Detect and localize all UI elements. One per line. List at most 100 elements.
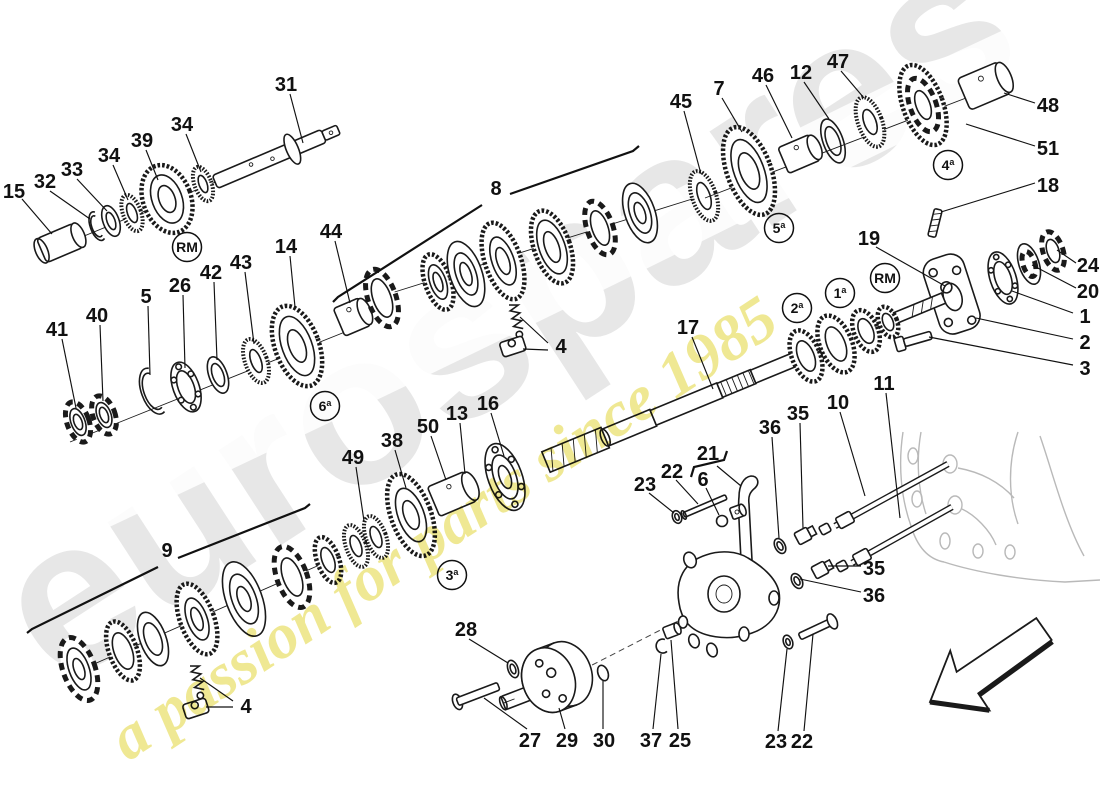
leader-line [468,638,509,664]
washer-36b [790,572,804,590]
part-number-callout: 17 [677,317,699,339]
part-number-callout: 18 [1037,175,1059,197]
needle-bearing-49 [341,514,391,569]
part-number-callout: 12 [790,62,812,84]
union-35b [810,558,835,580]
part-number-callout: 29 [556,730,578,752]
bracket-21 [689,450,729,478]
leader-line [61,338,77,409]
leader-line [705,487,720,516]
part-number-callout: 4 [240,696,252,718]
leader-lines [21,70,1077,732]
part-number-callout: 22 [661,461,683,483]
leader-line [765,84,793,139]
leader-line [355,466,365,522]
gear-51 [897,62,949,148]
part-number-callout: 41 [46,319,68,341]
stub-shaft-48 [957,61,1015,110]
lock-washer-20 [1016,242,1042,286]
part-number-callout: 44 [320,221,343,243]
leader-line [691,336,714,390]
part-number-callout: 2 [1079,332,1090,354]
part-number-callout: 7 [713,78,724,100]
pump-cover-29 [520,640,594,714]
gear-position-badge: 4a [932,149,964,181]
gear-position-badge: RM [171,231,203,263]
gear-position-badge: 1a [824,277,856,309]
leader-line [1056,249,1077,264]
part-number-callout: 43 [230,252,252,274]
leader-line [675,479,699,505]
sleeve-13-50 [427,471,480,517]
part-number-callout: 40 [86,305,108,327]
leader-line [394,449,407,489]
leader-line [683,110,702,175]
oil-pump-body-group [671,461,954,658]
leader-line [670,639,679,730]
layshaft-31 [212,124,341,189]
svg-text:RM: RM [176,239,198,255]
part-number-callout: 8 [490,178,501,200]
part-number-callout: 34 [98,145,121,167]
part-number-callout: 20 [1077,281,1099,303]
part-number-callout: 32 [34,171,56,193]
gear-38 [384,471,438,559]
gear-position-badge: 3a [436,559,468,591]
needle-bearing-45 [687,169,721,223]
ring-nut-24 [1039,229,1067,273]
part-number-callout: 30 [593,730,615,752]
bearing-plate [922,253,981,335]
leader-line [145,149,159,181]
gear-7 [720,124,778,218]
part-number-callout: 13 [446,403,468,425]
gear-position-badge: 2a [781,292,813,324]
pump-body [677,551,781,658]
ring-nut-41 [62,399,94,445]
snap-ring-32 [88,211,106,242]
part-number-callout: 25 [669,730,691,752]
leader-line [519,316,549,344]
leader-line [490,412,505,457]
ring-nut-40 [89,393,119,437]
ball-bearing-16 [484,442,526,512]
leader-line [459,422,466,475]
part-number-callout: 24 [1077,255,1100,277]
leader-line [975,317,1074,340]
bolt-3 [893,330,933,353]
leader-line [147,305,151,376]
leader-line [648,492,675,514]
part-number-callout: 22 [791,731,813,753]
leader-line [558,707,566,730]
part-number-callout: 23 [765,731,787,753]
part-number-callout: 36 [759,417,781,439]
gear-position-badge: RM [869,262,901,294]
detent-pawl-mid [499,335,527,358]
gear-14 [269,303,325,389]
gear-position-badge: 6a [309,390,341,422]
washer-36a [773,537,787,555]
leader-line [1031,264,1077,289]
washer-23b [782,634,794,650]
leader-line [716,465,742,487]
part-number-callout: 9 [161,540,172,562]
leader-line [483,697,528,730]
shaft-pinions [787,304,901,384]
leader-line [799,422,804,529]
part-number-callout: 51 [1037,138,1059,160]
part-number-callout: 27 [519,730,541,752]
leader-line [839,411,866,497]
detent-pawl-bottom [182,697,210,720]
roller-bearing-34b [190,164,216,204]
washer-28 [506,659,520,679]
muff-15 [33,222,87,264]
pickup-bracket-21 [729,475,759,561]
part-number-callout: 38 [381,430,403,452]
o-ring-6 [715,514,729,528]
oil-pipe-11 [790,504,954,590]
union-35a [793,524,818,546]
part-number-callout: 3 [1079,358,1090,380]
leader-line [928,336,1074,366]
